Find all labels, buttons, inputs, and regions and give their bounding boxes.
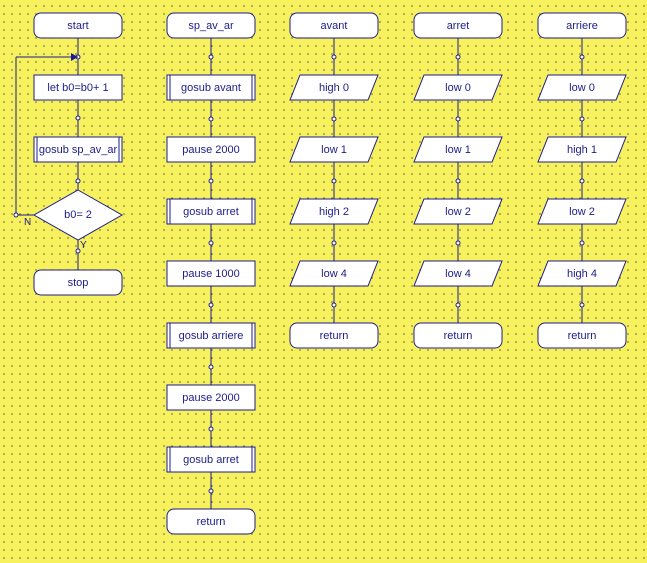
arriere-step-3[interactable] bbox=[537, 198, 627, 225]
connector-dot bbox=[331, 178, 337, 184]
sp-step-6[interactable] bbox=[166, 384, 256, 411]
arret-step-4[interactable] bbox=[413, 260, 503, 287]
yes-branch-label: Y bbox=[80, 240, 87, 251]
arriere-return-terminal[interactable] bbox=[537, 322, 627, 349]
connector-dot bbox=[208, 116, 214, 122]
arret-terminal[interactable] bbox=[413, 12, 503, 39]
let-process[interactable] bbox=[33, 74, 123, 101]
no-branch-label: N bbox=[24, 217, 32, 228]
connector-dot bbox=[208, 364, 214, 370]
avant-terminal[interactable] bbox=[289, 12, 379, 39]
connectors bbox=[13, 38, 585, 509]
connector-dot bbox=[331, 302, 337, 308]
loop-dot bbox=[13, 212, 19, 218]
avant-step-1[interactable] bbox=[289, 74, 379, 101]
connector-dot bbox=[579, 116, 585, 122]
avant-step-4[interactable] bbox=[289, 260, 379, 287]
sp-step-7[interactable] bbox=[166, 446, 256, 473]
avant-step-3[interactable] bbox=[289, 198, 379, 225]
connector-dot bbox=[455, 116, 461, 122]
avant-step-2[interactable] bbox=[289, 136, 379, 163]
connector-dot bbox=[208, 240, 214, 246]
connector-dot bbox=[75, 248, 81, 254]
connector-dot bbox=[208, 302, 214, 308]
arret-step-1[interactable] bbox=[413, 74, 503, 101]
arriere-step-2[interactable] bbox=[537, 136, 627, 163]
start-terminal[interactable] bbox=[33, 12, 123, 39]
gosub-sp-av-ar-subroutine[interactable] bbox=[33, 136, 123, 163]
connector-dot bbox=[208, 426, 214, 432]
connector-dot bbox=[579, 302, 585, 308]
connector-dot bbox=[579, 178, 585, 184]
sp-step-2[interactable] bbox=[166, 136, 256, 163]
connector-dot bbox=[75, 178, 81, 184]
sp-step-1[interactable] bbox=[166, 74, 256, 101]
connector-dot bbox=[455, 302, 461, 308]
connector-dot bbox=[75, 115, 81, 121]
connector-dot bbox=[455, 54, 461, 60]
connector-dot bbox=[455, 240, 461, 246]
sp-step-4[interactable] bbox=[166, 260, 256, 287]
sp-av-ar-terminal[interactable] bbox=[166, 12, 256, 39]
connector-dot bbox=[455, 178, 461, 184]
arret-step-2[interactable] bbox=[413, 136, 503, 163]
sp-step-3[interactable] bbox=[166, 198, 256, 225]
arriere-terminal[interactable] bbox=[537, 12, 627, 39]
sp-step-5[interactable] bbox=[166, 322, 256, 349]
connector-dot bbox=[208, 178, 214, 184]
b0-decision[interactable] bbox=[32, 189, 124, 241]
connector-dot bbox=[331, 116, 337, 122]
connector-dot bbox=[579, 54, 585, 60]
arriere-step-1[interactable] bbox=[537, 74, 627, 101]
connector-dot bbox=[331, 54, 337, 60]
avant-return-terminal[interactable] bbox=[289, 322, 379, 349]
arriere-step-4[interactable] bbox=[537, 260, 627, 287]
arret-return-terminal[interactable] bbox=[413, 322, 503, 349]
stop-terminal[interactable] bbox=[33, 269, 123, 296]
connector-dot bbox=[331, 240, 337, 246]
arret-step-3[interactable] bbox=[413, 198, 503, 225]
connector-dot bbox=[208, 54, 214, 60]
connector-dot bbox=[208, 488, 214, 494]
sp-return-terminal[interactable] bbox=[166, 508, 256, 535]
loop-arrow-icon bbox=[71, 53, 78, 61]
connector-dot bbox=[579, 240, 585, 246]
